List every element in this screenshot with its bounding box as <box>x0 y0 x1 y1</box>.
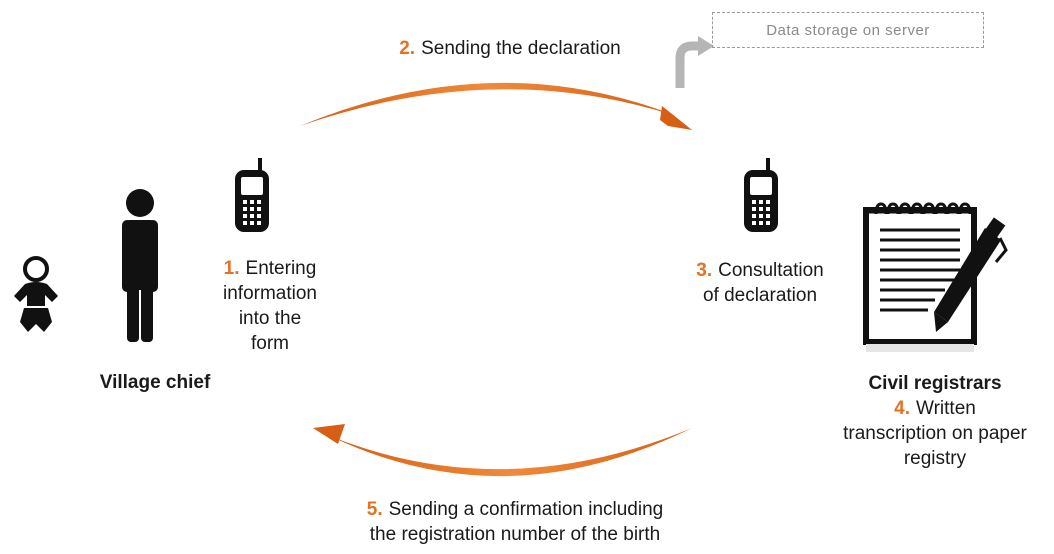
step-1-label: 1.Entering information into the form <box>180 256 360 356</box>
step-5-label: 5.Sending a confirmation including the r… <box>300 497 730 547</box>
village-chief-label: Village chief <box>99 372 211 393</box>
send-confirmation-arrow <box>313 424 692 477</box>
step-5-line-1: Sending a confirmation including <box>388 499 664 520</box>
server-storage-box: Data storage on server <box>712 12 984 48</box>
server-storage-label: Data storage on server <box>766 21 930 39</box>
step-4-line-1: Written <box>916 398 976 419</box>
step-1-number: 1. <box>223 258 240 279</box>
storage-arrow <box>675 36 714 88</box>
step-2-number: 2. <box>399 38 416 59</box>
step-4-line-2: transcription on paper <box>843 423 1027 444</box>
step-4-line-3: registry <box>903 448 967 469</box>
step-3-label: 3.Consultation of declaration <box>660 258 860 308</box>
send-declaration-arrow <box>300 82 692 130</box>
step-1-line-1: Entering <box>245 258 317 279</box>
step-3-line-1: Consultation <box>718 260 824 281</box>
civil-registrars-label: Civil registrars <box>868 373 1002 394</box>
step-1-line-2: information <box>223 283 317 304</box>
step-3-line-2: of declaration <box>702 285 818 306</box>
step-2-label: 2.Sending the declaration <box>330 36 690 61</box>
step-5-line-2: the registration number of the birth <box>369 524 661 545</box>
step-3-number: 3. <box>696 260 713 281</box>
mobile-phone-icon-left <box>235 158 269 232</box>
step-4-number: 4. <box>894 398 910 419</box>
step-1-line-3: into the <box>238 308 302 329</box>
mobile-phone-icon-right <box>744 158 778 232</box>
step-1-line-4: form <box>251 333 289 354</box>
pen-icon <box>934 217 1008 332</box>
step-5-number: 5. <box>366 499 383 520</box>
civil-registrars-block: Civil registrars 4. Written transcription… <box>820 371 1050 471</box>
person-icon <box>122 189 158 342</box>
step-2-text: Sending the declaration <box>421 38 621 59</box>
baby-icon <box>14 256 58 332</box>
